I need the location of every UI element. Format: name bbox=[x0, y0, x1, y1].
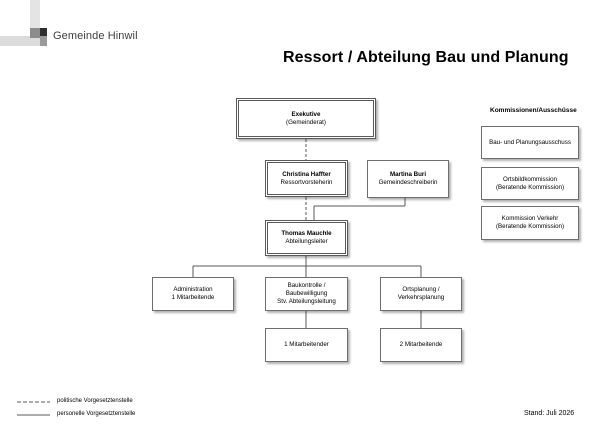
unit-baukontrolle-box: Baukontrolle / Baubewilligung Stv. Abtei… bbox=[265, 277, 348, 311]
staff-ortsplanung-box: 2 Mitarbeitende bbox=[380, 328, 462, 362]
page-title: Ressort / Abteilung Bau und Planung bbox=[283, 49, 569, 66]
commission-verkehr-box: Kommission Verkehr (Beratende Kommission… bbox=[481, 206, 579, 240]
head-box: Christina Haffter Ressortvorsteherin bbox=[265, 160, 348, 197]
head-name: Christina Haffter bbox=[282, 170, 331, 178]
executive-name: Exekutive bbox=[291, 110, 321, 118]
commission-line: (Beratende Kommission) bbox=[495, 183, 565, 191]
secretary-name: Martina Buri bbox=[389, 171, 427, 178]
commission-line: (Beratende Kommission) bbox=[495, 223, 565, 230]
legend-political-label: politische Vorgesetztenstelle bbox=[57, 398, 133, 404]
staff-label: 2 Mitarbeitende bbox=[399, 341, 443, 348]
staff-baukontrolle-box: 1 Mitarbeitender bbox=[265, 328, 348, 362]
stand-date: Stand: Juli 2026 bbox=[524, 410, 575, 417]
unit-line: 1 Mitarbeitende bbox=[171, 294, 215, 301]
leader-name: Thomas Mauchle bbox=[281, 230, 332, 237]
logo: Gemeinde Hinwil bbox=[0, 0, 160, 50]
commission-bau-box: Bau- und Planungsausschuss bbox=[481, 126, 579, 159]
unit-line: Administration bbox=[173, 286, 213, 293]
unit-ortsplanung-box: Ortsplanung / Verkehrsplanung bbox=[380, 277, 462, 311]
legend-personal-label: personelle Vorgesetztenstelle bbox=[57, 411, 136, 417]
unit-line: Ortsplanung / bbox=[402, 286, 440, 293]
unit-line: Stv. Abteilungsleitung bbox=[277, 298, 336, 305]
unit-line: Baubewilligung bbox=[285, 290, 328, 297]
secretary-box: Martina Buri Gemeindeschreiberin bbox=[367, 160, 449, 198]
unit-administration-box: Administration 1 Mitarbeitende bbox=[152, 277, 234, 311]
leader-box: Thomas Mauchle Abteilungsleiter bbox=[265, 220, 348, 256]
unit-line: Verkehrsplanung bbox=[397, 294, 445, 301]
commission-ortsbild-box: Ortsbildkommission (Beratende Kommission… bbox=[481, 167, 579, 200]
head-role: Ressortvorsteherin bbox=[280, 178, 333, 186]
logo-text: Gemeinde Hinwil bbox=[53, 30, 138, 42]
staff-label: 1 Mitarbeitender bbox=[284, 341, 329, 348]
executive-box: Exekutive (Gemeinderat) bbox=[236, 98, 376, 139]
secretary-role: Gemeindeschreiberin bbox=[378, 179, 438, 186]
leader-role: Abteilungsleiter bbox=[285, 238, 328, 245]
commission-line: Ortsbildkommission bbox=[503, 175, 557, 183]
commission-line: Kommission Verkehr bbox=[501, 215, 559, 222]
commissions-title: Kommissionen/Ausschüsse bbox=[490, 107, 577, 114]
logo-mark-icon bbox=[0, 0, 47, 46]
unit-line: Baukontrolle / bbox=[287, 282, 326, 289]
executive-sub: (Gemeinderat) bbox=[286, 118, 326, 126]
commission-line: Bau- und Planungsausschuss bbox=[489, 138, 571, 146]
